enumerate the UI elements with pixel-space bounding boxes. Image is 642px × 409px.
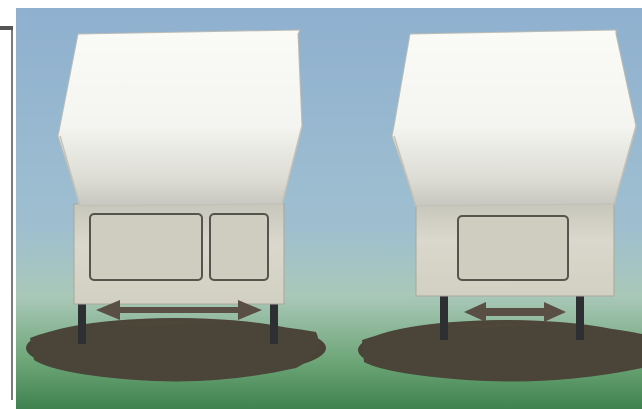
left-cabover-shell (58, 30, 302, 206)
left-rear-leg (78, 300, 86, 344)
camper-comparison-illustration (16, 8, 642, 409)
illustration-frame (16, 8, 642, 409)
left-page-border (0, 0, 16, 409)
left-front-leg (270, 300, 278, 344)
border-line (11, 30, 13, 400)
left-storage-door-small (210, 214, 268, 280)
right-storage-door (458, 216, 568, 280)
right-mud-patch (362, 325, 642, 381)
right-front-leg (576, 292, 584, 340)
right-rear-leg (440, 292, 448, 340)
right-cabover-shell (392, 30, 636, 206)
left-storage-door (90, 214, 202, 280)
